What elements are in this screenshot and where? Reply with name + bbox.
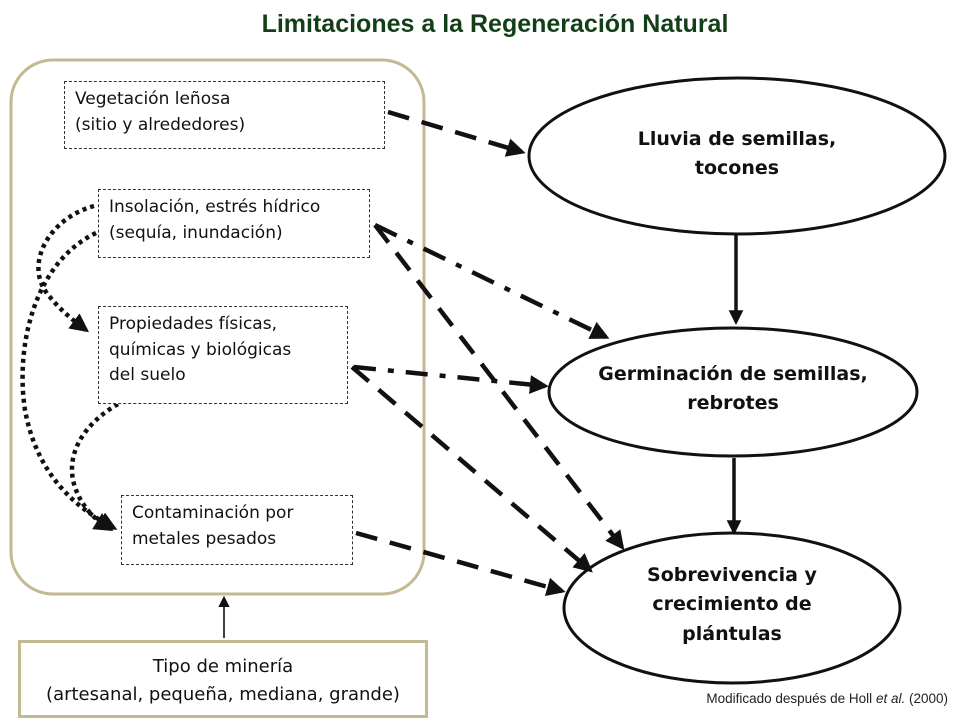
constraint-group-frame [9,58,426,596]
stage-survival-line3: plántulas [682,622,782,645]
stage-germination-line2: rebrotes [687,392,779,415]
arrow-soil-to-contamination [69,402,120,531]
constraint-contamination-line1: Contaminación por [132,503,294,523]
constraint-soil-line2: químicas y biológicas [109,339,292,360]
arrow-soil-to-survival [350,365,593,573]
arrow-contamination-to-survival [355,530,566,596]
stage-survival-line1: Sobrevivencia y [647,564,817,586]
constraint-contamination-box: Contaminación por metales pesados [121,495,353,565]
stage-seed-rain-line2: tocones [694,157,780,180]
stage-survival-line2: crecimiento de [652,593,812,616]
credit-etal: et al. [875,691,906,706]
constraint-soil-line3: del suelo [109,365,186,385]
constraint-vegetation-line2: (sitio y alrededores) [75,114,246,135]
stage-germination-ellipse [547,326,919,458]
arrow-vegetation-to-seed-rain [387,109,526,157]
constraint-contamination-line2: metales pesados [132,528,277,549]
stage-seed-rain-label: Lluvia de semillas, tocones [547,125,927,184]
mining-type-line1: Tipo de minería [152,656,294,677]
mining-type-line2: (artesanal, pequeña, mediana, grande) [46,683,400,705]
arrow-insolation-to-germination [374,222,610,340]
credit-prefix: Modificado después de Holl [706,691,876,706]
credit-suffix: (2000) [905,691,948,706]
stage-survival-label: Sobrevivencia y crecimiento de plántulas [572,561,892,649]
constraint-vegetation-line1: Vegetación leñosa [75,89,231,109]
source-credit: Modificado después de Holl et al. (2000) [706,691,948,706]
constraint-insolation-line1: Insolación, estrés hídrico [109,197,321,217]
stage-germination-line1: Germinación de semillas, [598,363,868,385]
arrow-insolation-to-soil [36,203,95,333]
arrow-soil-to-germination [353,364,549,394]
arrow-insolation-to-contamination [20,230,118,530]
constraint-insolation-box: Insolación, estrés hídrico (sequía, inun… [98,189,370,258]
constraint-soil-box: Propiedades físicas, químicas y biológic… [98,306,348,404]
constraint-soil-line1: Propiedades físicas, [109,314,277,334]
constraint-insolation-line2: (sequía, inundación) [109,222,283,243]
stage-germination-label: Germinación de semillas, rebrotes [558,360,908,419]
diagram-title: Limitaciones a la Regeneración Natural [261,10,729,38]
mining-type-box: Tipo de minería (artesanal, pequeña, med… [18,640,428,718]
stage-seed-rain-line1: Lluvia de semillas, [637,128,837,150]
constraint-vegetation-box: Vegetación leñosa (sitio y alrededores) [64,81,385,149]
